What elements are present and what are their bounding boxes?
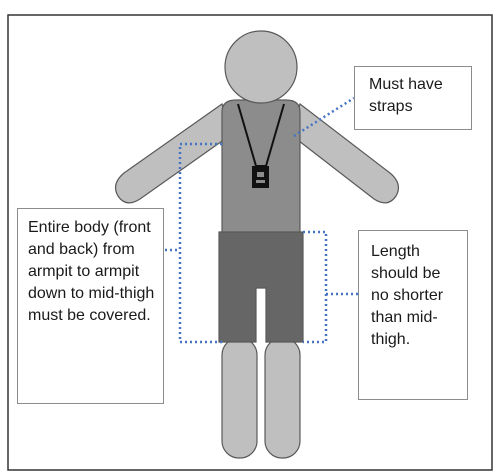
length-callout: Length should be no shorter than mid-thi… xyxy=(358,230,468,400)
head xyxy=(225,31,297,103)
straps-callout: Must have straps xyxy=(354,66,472,130)
lanyard-id-badge-icon xyxy=(252,166,269,188)
left-leg xyxy=(222,338,257,458)
coverage-callout: Entire body (front and back) from armpit… xyxy=(17,208,164,404)
right-leg xyxy=(265,338,300,458)
